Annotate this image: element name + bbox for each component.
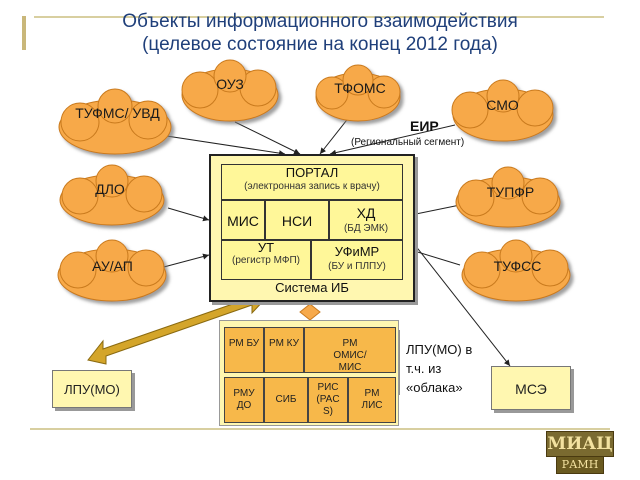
cloud-tupfr	[455, 166, 561, 228]
cloud-label-tupfr: ТУПФР	[486, 184, 535, 200]
rmu-do-cell: РМУ ДО	[224, 377, 264, 423]
connector-diamond	[299, 303, 321, 321]
cloud-tufms	[58, 88, 172, 155]
ris-cell: РИС (PAC S)	[308, 377, 348, 423]
slide-title: Объекты информационного взаимодействия (…	[0, 10, 640, 56]
decor-rule-vertical	[22, 16, 26, 50]
lpu-cloud-text: ЛПУ(МО) в т.ч. из «облака»	[406, 342, 473, 395]
eir-label: ЕИР	[410, 118, 439, 134]
rm-ku-cell: РМ КУ	[264, 327, 304, 373]
title-line-2: (целевое состояние на конец 2012 года)	[142, 34, 498, 55]
cloud-label-auap: АУ/АП	[92, 258, 133, 274]
mse-box: МСЭ	[491, 366, 571, 410]
cloud-label-tufms: ТУФМС/ УВД	[75, 105, 160, 121]
decor-rule-bottom	[30, 428, 610, 430]
cloud-label-tfoms: ТФОМС	[334, 80, 386, 96]
hd-cell: ХД (БД ЭМК)	[329, 200, 403, 240]
cloud-label-smo: СМО	[486, 97, 519, 113]
lpu-left-box: ЛПУ(МО)	[52, 370, 132, 408]
cloud-tfoms	[315, 64, 401, 122]
cloud-dlo	[59, 164, 165, 226]
ut-label: УТ	[257, 240, 275, 255]
decor-rule-top	[34, 16, 604, 18]
cloud-label-tufss: ТУФСС	[493, 258, 542, 274]
portal-sublabel: (электронная запись к врачу)	[244, 181, 380, 192]
rm-lis-cell: РМ ЛИС	[348, 377, 396, 423]
cloud-smo	[451, 79, 554, 142]
title-line-1: Объекты информационного взаимодействия	[122, 11, 518, 32]
cloud-label-ouz: ОУЗ	[216, 76, 244, 92]
portal-cell: ПОРТАЛ (электронная запись к врачу)	[221, 164, 403, 200]
sib-cell: СИБ	[264, 377, 308, 423]
logo-top: МИАЦ	[546, 431, 614, 457]
ut-cell: УТ (регистр МФП)	[221, 240, 311, 280]
hd-sublabel: (БД ЭМК)	[343, 223, 389, 234]
hd-label: ХД	[356, 205, 376, 221]
nsi-cell: НСИ	[265, 200, 329, 240]
eir-sublabel: (Региональный сегмент)	[351, 137, 465, 148]
portal-label: ПОРТАЛ	[285, 165, 339, 180]
ufimr-label: УФиМР	[334, 244, 380, 259]
cloud-label-dlo: ДЛО	[95, 181, 125, 197]
rm-bu-cell: РМ БУ	[224, 327, 264, 373]
mis-cell: МИС	[221, 200, 265, 240]
ut-sublabel: (регистр МФП)	[232, 255, 300, 266]
system-ib-label: Система ИБ	[275, 280, 349, 295]
miac-logo: МИАЦ РАМН	[540, 431, 620, 475]
ufimr-sublabel: (БУ и ПЛПУ)	[328, 261, 386, 272]
rm-omis-cell: РМ ОМИС/МИС	[304, 327, 396, 373]
connector-lines	[159, 115, 511, 367]
cloud-ouz	[181, 59, 279, 122]
cloud-tufss	[461, 239, 571, 302]
system-box: ПОРТАЛ (электронная запись к врачу) МИС …	[209, 154, 415, 302]
logo-bottom: РАМН	[556, 456, 604, 474]
ufimr-cell: УФиМР (БУ и ПЛПУ)	[311, 240, 403, 280]
rm-block: РМ БУ РМ КУ РМ ОМИС/МИС РМУ ДО СИБ РИС (…	[219, 320, 399, 426]
cloud-auap	[57, 239, 167, 302]
